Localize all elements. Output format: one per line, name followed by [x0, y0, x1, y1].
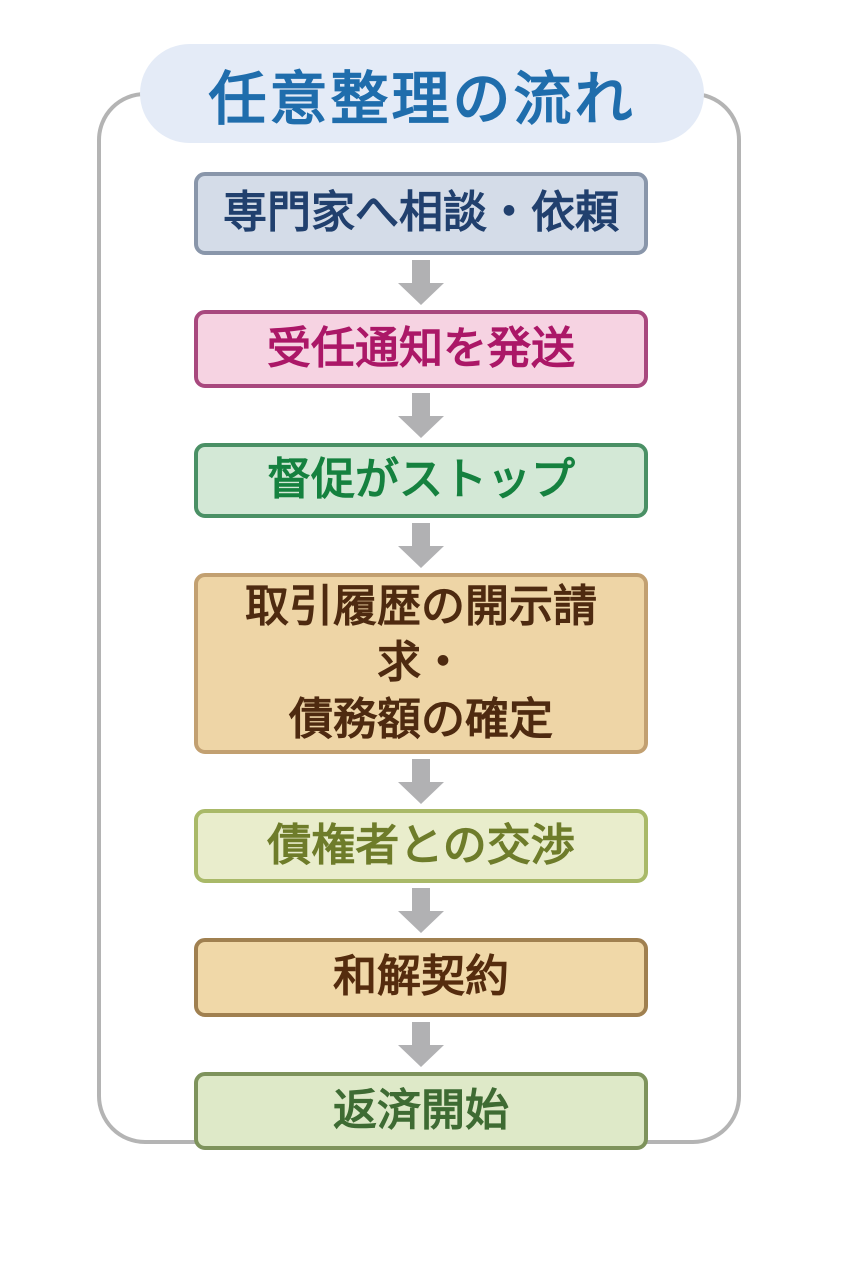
arrow-shaft: [412, 758, 430, 783]
arrow-down-icon: [398, 1021, 444, 1067]
arrow-head: [398, 416, 444, 438]
flow-step-box: 専門家へ相談・依頼: [194, 172, 648, 255]
arrow-down-icon: [398, 887, 444, 933]
arrow-shaft: [412, 1021, 430, 1046]
flow-step-box: 債権者との交渉: [194, 808, 648, 883]
arrow-head: [398, 1044, 444, 1067]
arrow-shaft: [412, 260, 430, 284]
arrow-shaft: [412, 393, 430, 417]
flow-step-label: 受任通知を発送: [267, 323, 575, 373]
flow-step-box: 取引履歴の開示請求・ 債務額の確定: [194, 573, 648, 754]
flow-step-box: 受任通知を発送: [194, 310, 648, 388]
flow-step-box: 返済開始: [194, 1071, 648, 1150]
arrow-shaft: [412, 887, 430, 912]
flow-step-box: 和解契約: [194, 937, 648, 1017]
page-title: 任意整理の流れ: [140, 44, 704, 143]
arrow-down-icon: [398, 758, 444, 804]
flow-step-label: 督促がストップ: [267, 455, 575, 505]
flow-step-label: 返済開始: [333, 1085, 509, 1135]
flow-step-label: 取引履歴の開示請求・ 債務額の確定: [245, 582, 597, 744]
arrow-down-icon: [398, 523, 444, 568]
flow-step-label: 債権者との交渉: [267, 820, 575, 870]
flow-step-label: 専門家へ相談・依頼: [223, 188, 619, 238]
arrow-down-icon: [398, 260, 444, 305]
arrow-shaft: [412, 523, 430, 547]
arrow-head: [398, 781, 444, 804]
flow-step-label: 和解契約: [333, 952, 509, 1002]
flow-steps-container: 専門家へ相談・依頼 受任通知を発送 督促がストップ 取引履歴の開示請求・ 債務額…: [194, 172, 648, 1150]
arrow-head: [398, 283, 444, 305]
flow-step-box: 督促がストップ: [194, 443, 648, 518]
arrow-down-icon: [398, 393, 444, 438]
arrow-head: [398, 546, 444, 568]
arrow-head: [398, 910, 444, 933]
